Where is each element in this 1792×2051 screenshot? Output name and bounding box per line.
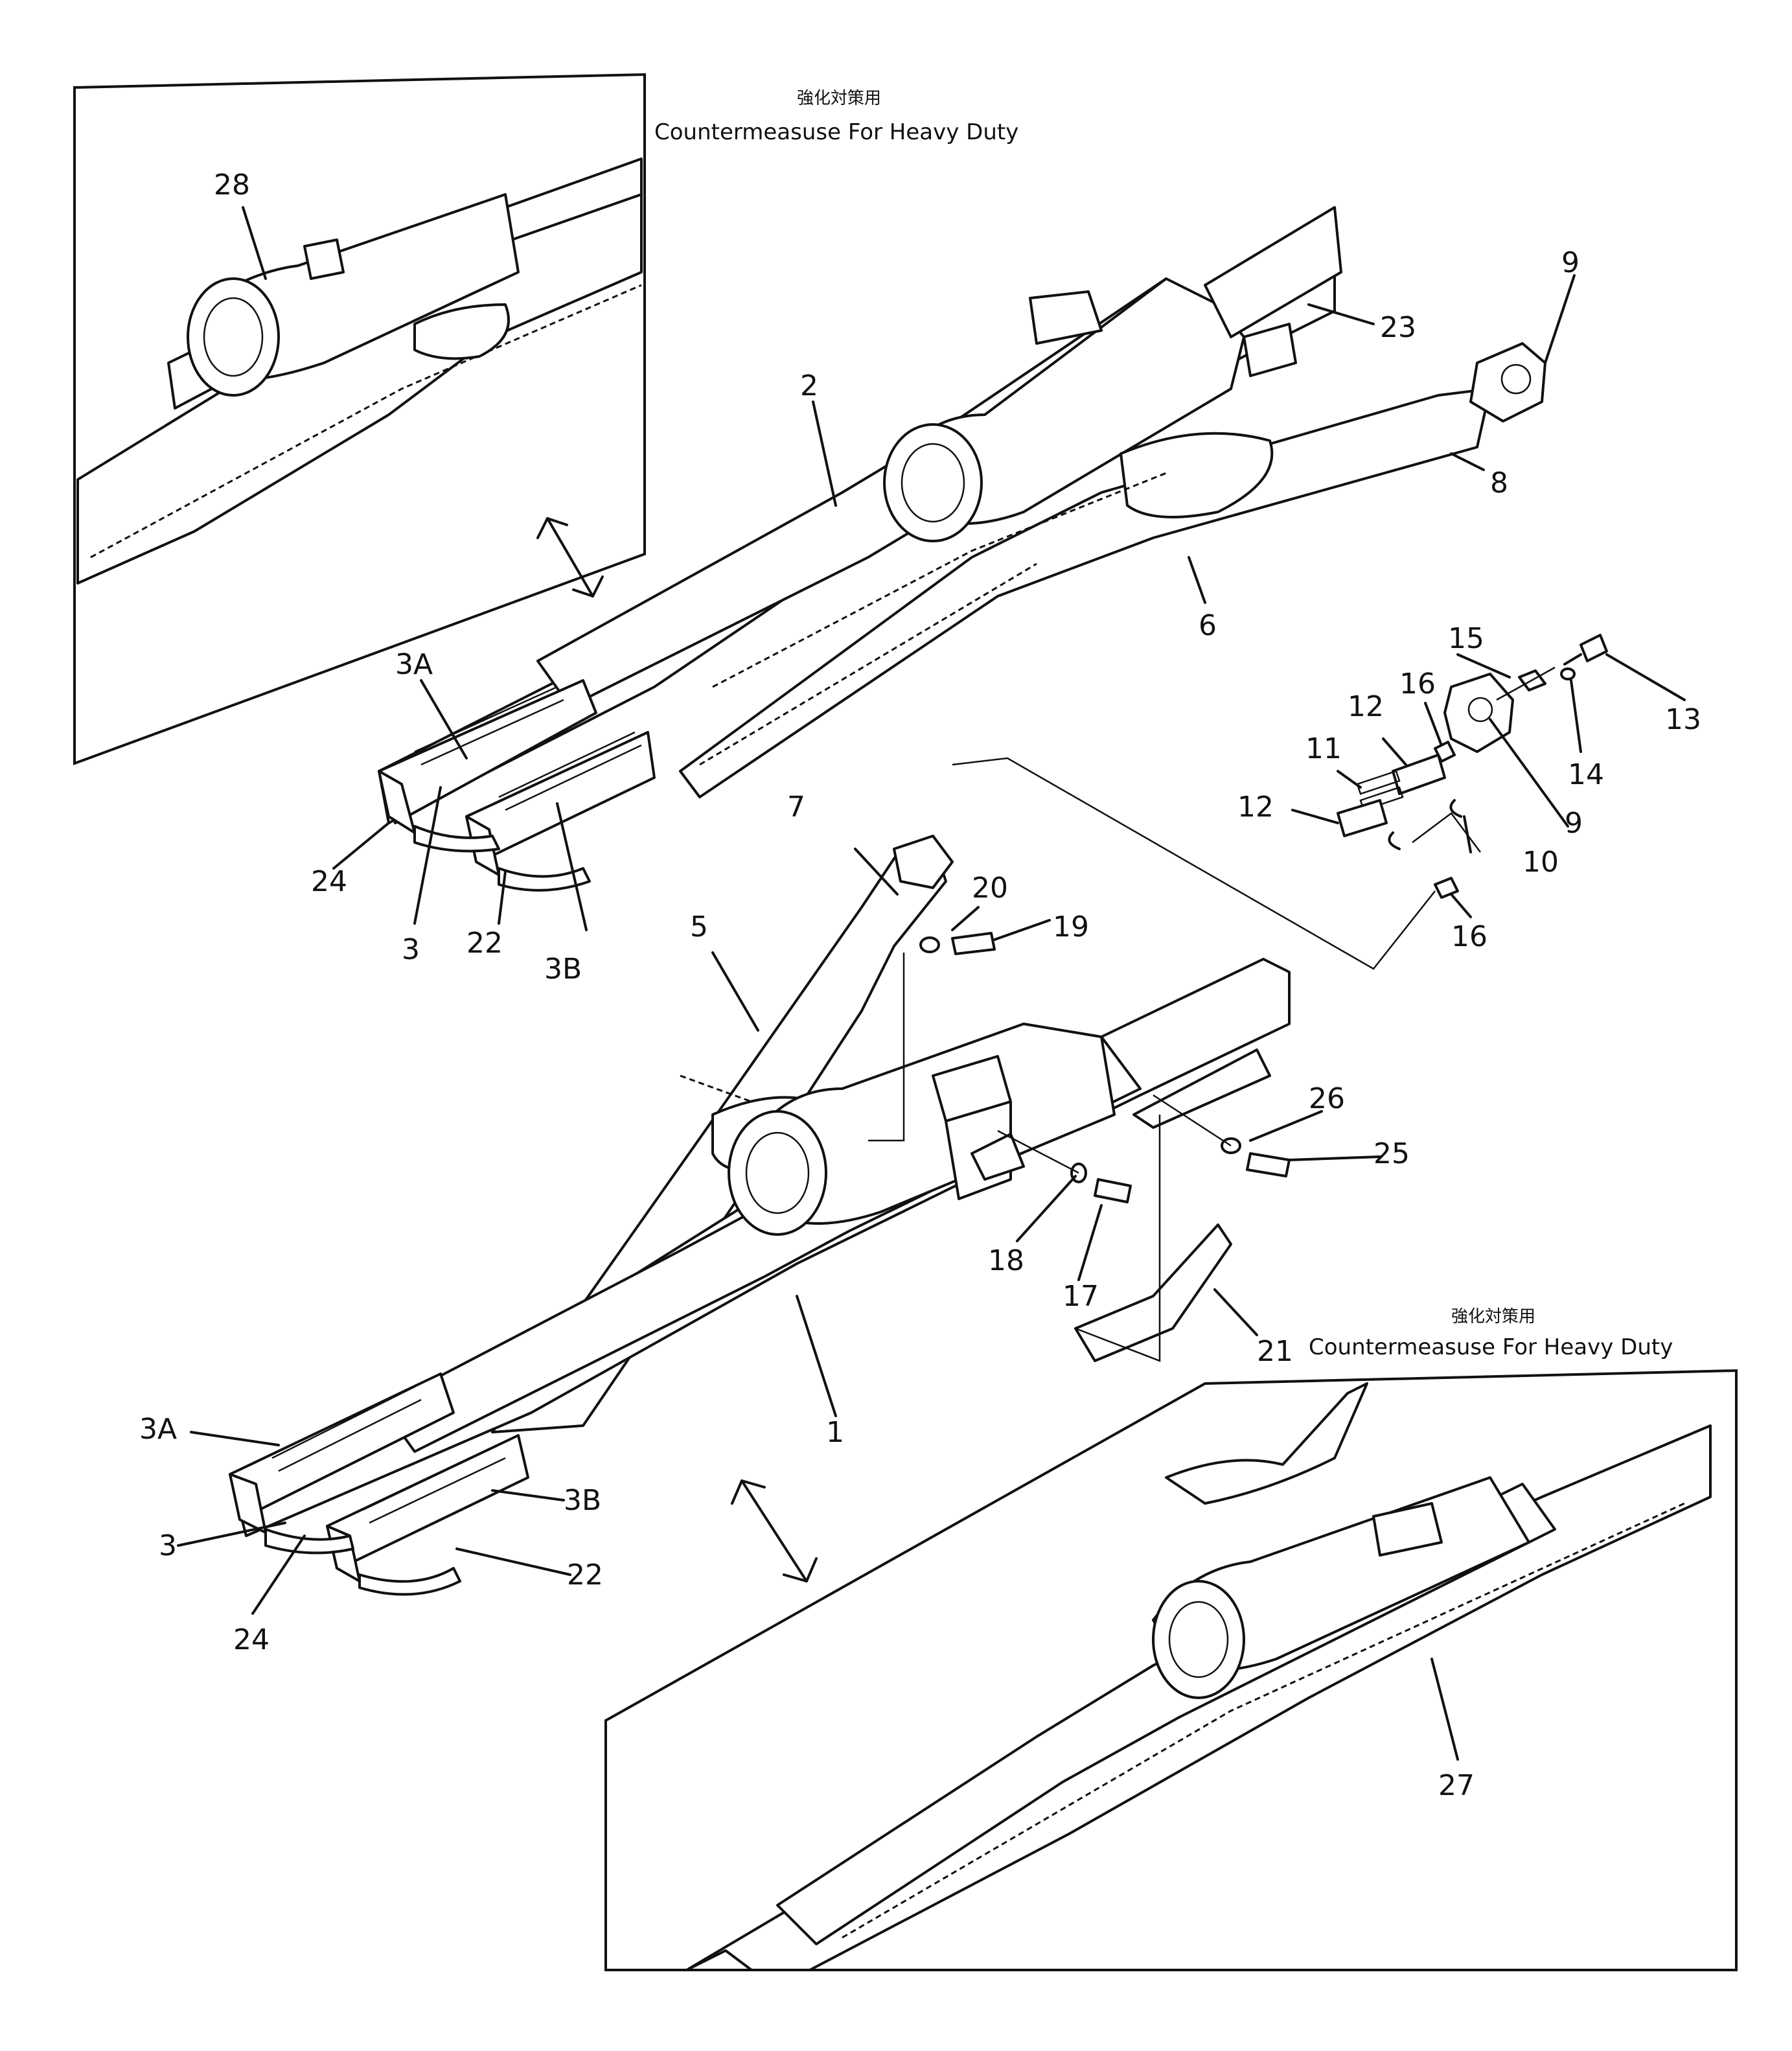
part-label-16: 16 <box>1399 667 1436 701</box>
part-label-24: 24 <box>233 1623 270 1656</box>
part-label-18: 18 <box>988 1244 1024 1277</box>
part-label-16: 16 <box>1451 920 1488 953</box>
part-label-19: 19 <box>1053 910 1089 944</box>
part-label-15: 15 <box>1448 622 1484 655</box>
part-label-9: 9 <box>1565 807 1583 840</box>
part-label-3a: 3A <box>395 648 433 681</box>
part-label-7: 7 <box>787 791 805 824</box>
part-label-13: 13 <box>1665 703 1701 736</box>
swap-arrow-bottom <box>731 1479 818 1582</box>
part-label-28: 28 <box>214 168 250 202</box>
part-label-3b: 3B <box>544 953 582 986</box>
part-label-3a: 3A <box>139 1413 177 1446</box>
part-label-23: 23 <box>1380 311 1416 344</box>
leader-lines <box>177 206 1686 1761</box>
part-label-9: 9 <box>1561 246 1579 279</box>
upper-track-frame <box>378 206 1546 892</box>
caption-bottom-en: Countermeasuse For Heavy Duty <box>1309 1334 1673 1360</box>
part-label-12: 12 <box>1348 690 1384 723</box>
caption-bottom-jp: 強化対策用 <box>1451 1307 1535 1327</box>
detail-frame-heavy-duty-top <box>73 73 646 765</box>
part-label-14: 14 <box>1568 758 1604 791</box>
part-label-5: 5 <box>690 910 708 944</box>
caption-top-jp: 強化対策用 <box>797 89 881 108</box>
part-label-8: 8 <box>1490 467 1508 500</box>
part-label-12: 12 <box>1237 791 1274 824</box>
part-label-3: 3 <box>159 1529 177 1562</box>
part-label-25: 25 <box>1373 1137 1410 1170</box>
swap-arrow-top <box>536 517 604 597</box>
part-label-21: 21 <box>1257 1335 1293 1368</box>
part-label-22: 22 <box>567 1559 603 1592</box>
part-labels: 28 9 23 2 8 6 15 13 16 12 14 11 12 9 10 … <box>139 168 1701 1802</box>
part-label-20: 20 <box>972 872 1008 905</box>
caption-top-en: Countermeasuse For Heavy Duty <box>654 119 1018 145</box>
part-label-2: 2 <box>800 369 818 402</box>
part-label-24: 24 <box>311 865 347 898</box>
detail-frame-heavy-duty-bottom <box>604 1369 1738 1971</box>
part-label-6: 6 <box>1199 609 1217 642</box>
part-label-17: 17 <box>1063 1280 1099 1313</box>
part-label-1: 1 <box>826 1416 844 1449</box>
part-label-27: 27 <box>1438 1769 1475 1802</box>
part-label-22: 22 <box>466 927 503 960</box>
part-label-26: 26 <box>1309 1082 1345 1115</box>
part-label-11: 11 <box>1305 732 1342 765</box>
small-parts-group <box>952 634 1608 970</box>
part-label-3b: 3B <box>564 1484 601 1517</box>
part-label-3: 3 <box>402 933 420 966</box>
part-label-10: 10 <box>1522 846 1559 879</box>
lower-track-frame <box>229 835 1291 1596</box>
